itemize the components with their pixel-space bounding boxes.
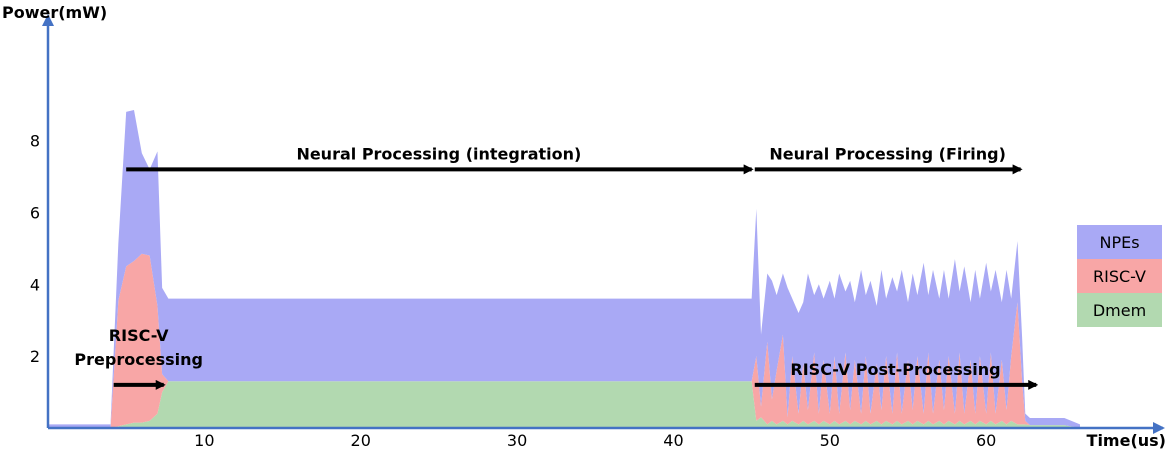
legend-item: Dmem xyxy=(1077,293,1162,327)
axes: Power(mW) Time(us) xyxy=(2,3,1166,450)
legend-label: NPEs xyxy=(1099,233,1139,252)
x-tick-label: 60 xyxy=(976,431,996,450)
legend-item: NPEs xyxy=(1077,225,1162,259)
x-tick-label: 50 xyxy=(820,431,840,450)
legend-swatch xyxy=(1077,225,1162,259)
x-axis-title: Time(us) xyxy=(1087,431,1166,450)
legend-item: RISC-V xyxy=(1077,259,1162,293)
annotation-riscv-post: RISC-V Post-Processing xyxy=(754,360,1039,390)
x-tick-label: 30 xyxy=(507,431,527,450)
legend-swatch xyxy=(1077,259,1162,293)
x-tick-label: 40 xyxy=(663,431,683,450)
y-tick-label: 8 xyxy=(30,132,40,151)
legend-label: RISC-V xyxy=(1093,267,1146,286)
annotation-label: Neural Processing (Firing) xyxy=(769,144,1006,163)
legend-swatch xyxy=(1077,293,1162,327)
annotation-label: RISC-V xyxy=(109,326,169,345)
annotations: Neural Processing (integration) Neural Pr… xyxy=(74,144,1039,390)
y-axis-title: Power(mW) xyxy=(2,3,107,22)
area-series-dmem xyxy=(48,381,1080,428)
y-tick-label: 2 xyxy=(30,347,40,366)
annotation-riscv-pre: RISC-V Preprocessing xyxy=(74,326,203,390)
annotation-neural-integration: Neural Processing (integration) xyxy=(126,144,754,175)
y-tick-label: 4 xyxy=(30,275,40,294)
y-tick-label: 6 xyxy=(30,203,40,222)
area-series-npes xyxy=(48,110,1080,429)
annotation-label: Neural Processing (integration) xyxy=(296,144,581,163)
annotation-label: RISC-V Post-Processing xyxy=(790,360,1000,379)
x-tick-label: 10 xyxy=(194,431,214,450)
tick-labels: 10 20 30 40 50 60 2 4 6 8 xyxy=(30,132,997,450)
x-tick-label: 20 xyxy=(351,431,371,450)
legend-label: Dmem xyxy=(1093,301,1146,320)
annotation-label: Preprocessing xyxy=(74,350,203,369)
annotation-neural-firing: Neural Processing (Firing) xyxy=(754,144,1023,175)
